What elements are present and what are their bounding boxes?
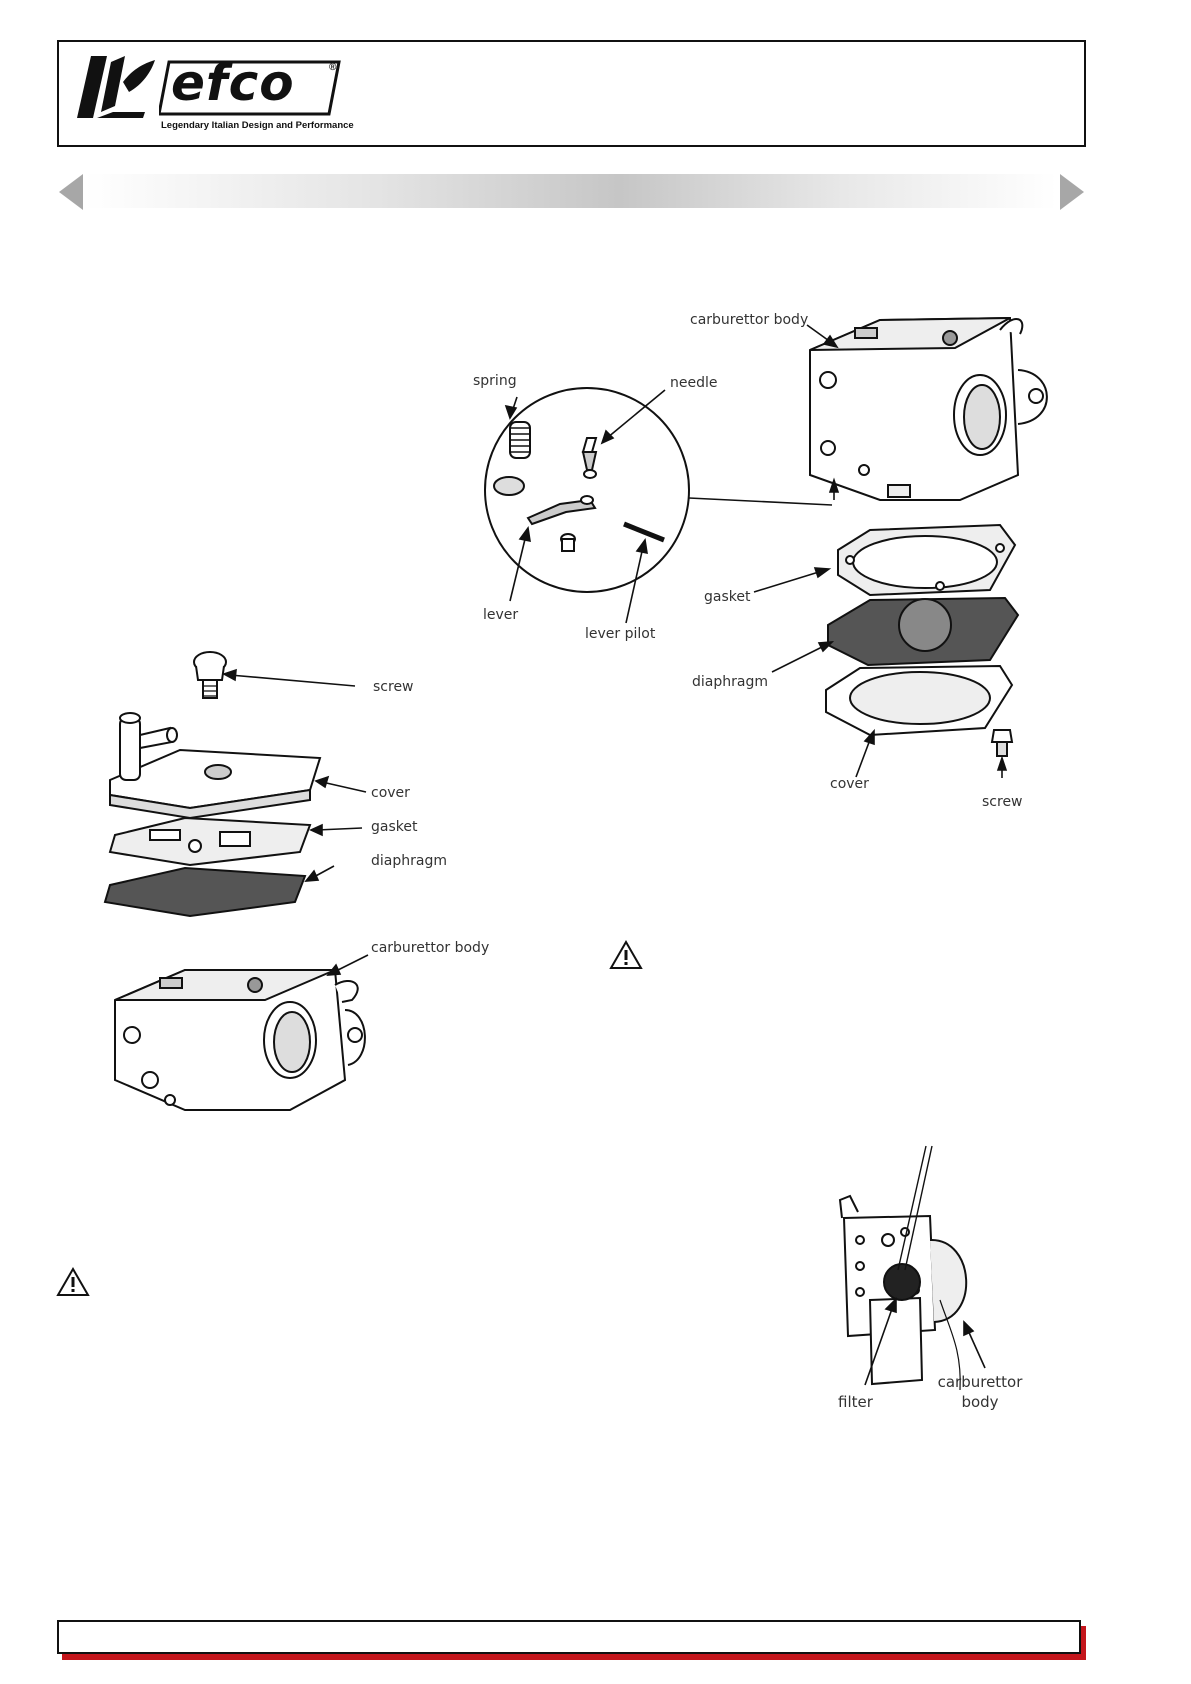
warning-triangle-icon [56,1267,90,1297]
warning-triangle-icon [609,940,643,970]
label-carburettor-body-filter-line2: body [930,1393,1030,1411]
label-filter: filter [838,1393,873,1411]
page-footer [57,1620,1081,1654]
label-carburettor-body-filter-line1: carburettor [930,1373,1030,1391]
